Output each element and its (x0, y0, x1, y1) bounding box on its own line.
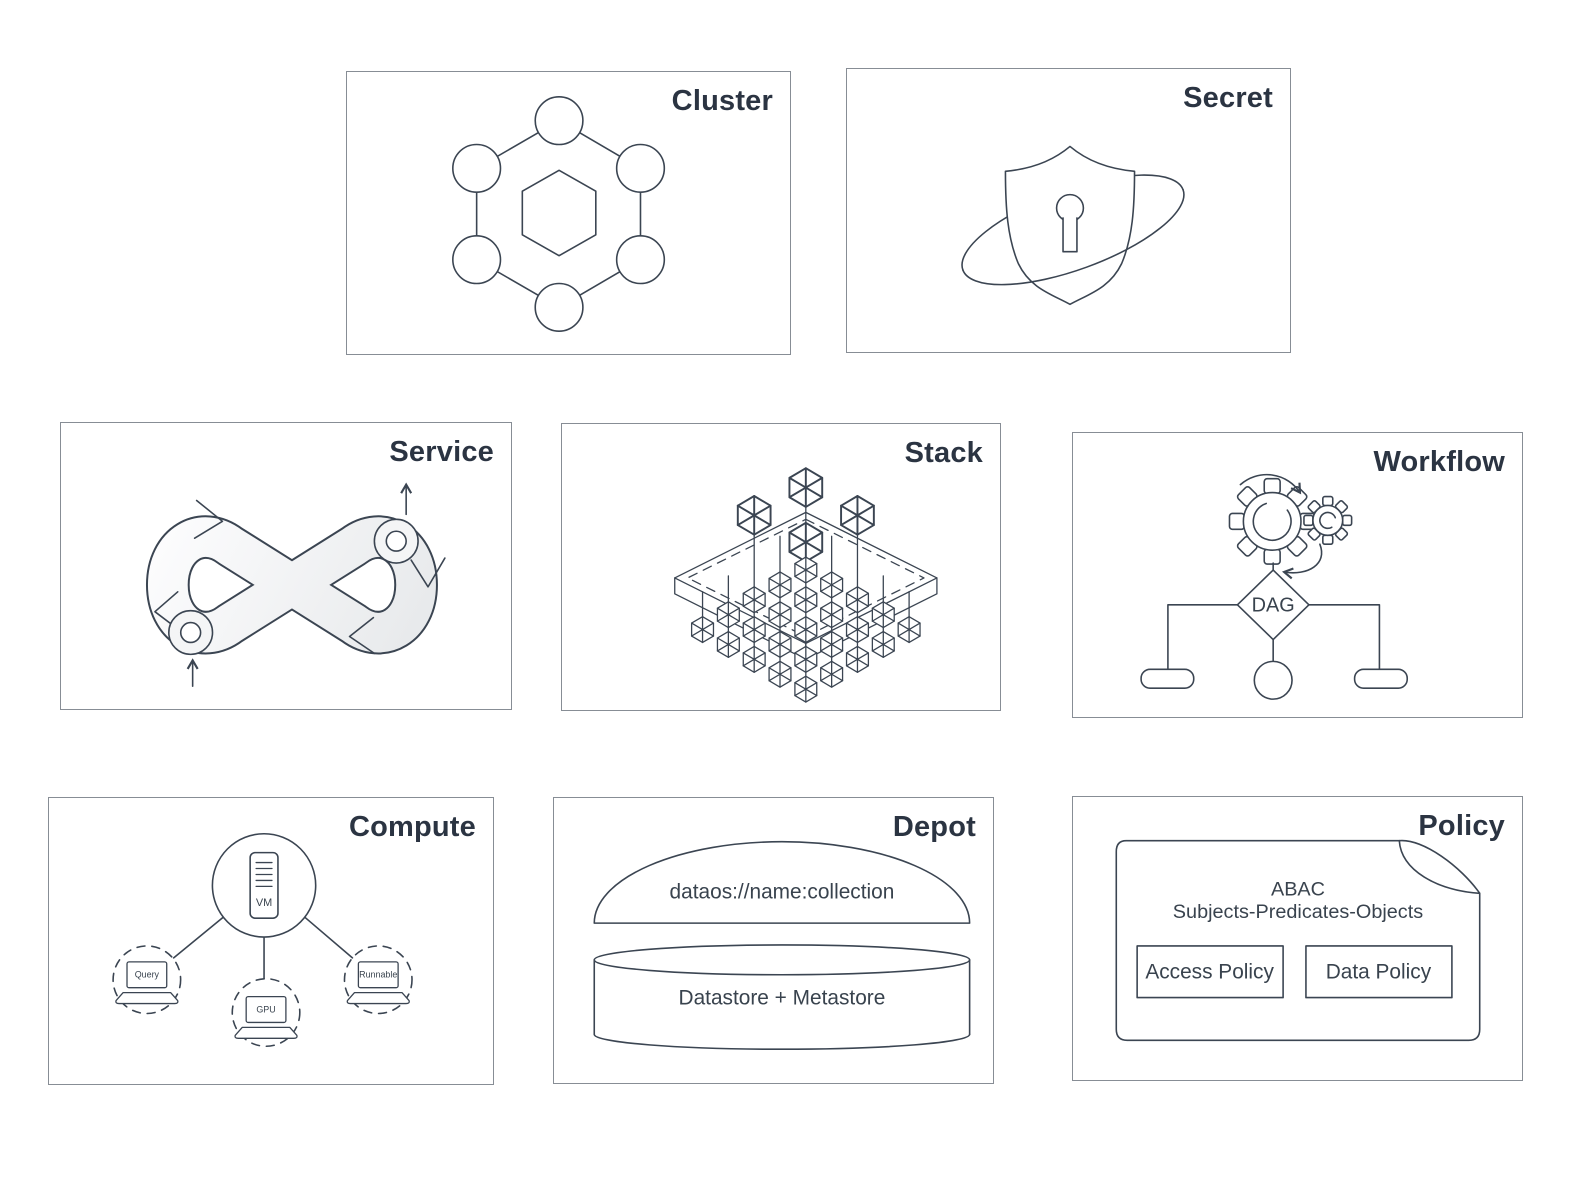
gears-dag-flowchart-icon: DAG (1140, 473, 1409, 700)
document-shape (1115, 839, 1481, 1042)
hanging-cubes (690, 556, 921, 703)
depot-address: dataos://name:collection (670, 880, 895, 903)
card-secret: Secret (846, 68, 1291, 353)
runnable-label: Runnable (359, 970, 397, 980)
card-title: Cluster (671, 85, 773, 117)
rotate-arrow-bottom (1281, 543, 1323, 580)
dag-node-left (1140, 668, 1195, 689)
card-title: Policy (1418, 810, 1505, 842)
policy-model-detail: Subjects-Predicates-Objects (1173, 901, 1423, 923)
folded-corner (1398, 839, 1481, 895)
laptop-gpu (234, 995, 298, 1039)
card-title: Secret (1183, 82, 1273, 114)
access-policy-box (1136, 945, 1284, 999)
dag-branches (1167, 603, 1381, 671)
policy-model: ABAC (1271, 878, 1325, 900)
policy-document-icon: ABAC Subjects-Predicates-Objects Access … (1115, 839, 1481, 1042)
datastore-cylinder (593, 944, 971, 1051)
laptop-query (115, 961, 179, 1005)
laptop-runnable (346, 961, 410, 1005)
rotate-arrow-top (1239, 473, 1302, 495)
orbit-front-arc (962, 188, 1185, 286)
node-links (172, 916, 354, 980)
dag-node-right (1353, 668, 1409, 689)
dag-node-center (1253, 660, 1293, 700)
card-stack: Stack (561, 423, 1001, 711)
dag-label: DAG (1252, 595, 1295, 617)
card-title: Depot (892, 811, 976, 843)
data-policy-box (1305, 945, 1453, 999)
small-gear (1303, 495, 1353, 546)
card-title: Compute (348, 811, 476, 843)
gpu-node-circle (231, 977, 301, 1048)
isometric-cube-matrix-icon (674, 467, 938, 703)
query-node-circle (112, 945, 182, 1015)
hexagon-cluster-icon (452, 96, 666, 332)
card-depot: dataos://name:collection Datastore + Met… (553, 797, 994, 1084)
card-title: Workflow (1373, 446, 1505, 478)
keyhole-circle (1055, 193, 1085, 223)
vm-cluster-icon: VM Query GPU Runnable (112, 832, 413, 1048)
card-title: Service (389, 436, 494, 468)
dome-datastore-icon: dataos://name:collection Datastore + Met… (593, 840, 971, 1051)
keyhole-stem (1062, 217, 1078, 253)
access-policy-label: Access Policy (1145, 961, 1274, 984)
large-gear (1228, 477, 1316, 565)
address-dome (593, 840, 971, 924)
shield-keyhole-orbit-icon (961, 145, 1185, 306)
card-compute: VM Query GPU Runnable Compute (48, 797, 494, 1085)
vm-label: VM (256, 897, 272, 909)
card-policy: ABAC Subjects-Predicates-Objects Access … (1072, 796, 1523, 1081)
card-service: Service (60, 422, 512, 710)
query-label: Query (135, 970, 160, 980)
runnable-node-circle (343, 945, 413, 1015)
card-title: Stack (904, 437, 983, 469)
card-cluster: Cluster (346, 71, 791, 355)
gpu-label: GPU (256, 1005, 275, 1015)
card-workflow: DAG Workflow (1072, 432, 1523, 718)
data-policy-label: Data Policy (1326, 961, 1432, 984)
depot-storage: Datastore + Metastore (679, 987, 886, 1010)
devops-infinity-loop-icon (145, 482, 446, 687)
